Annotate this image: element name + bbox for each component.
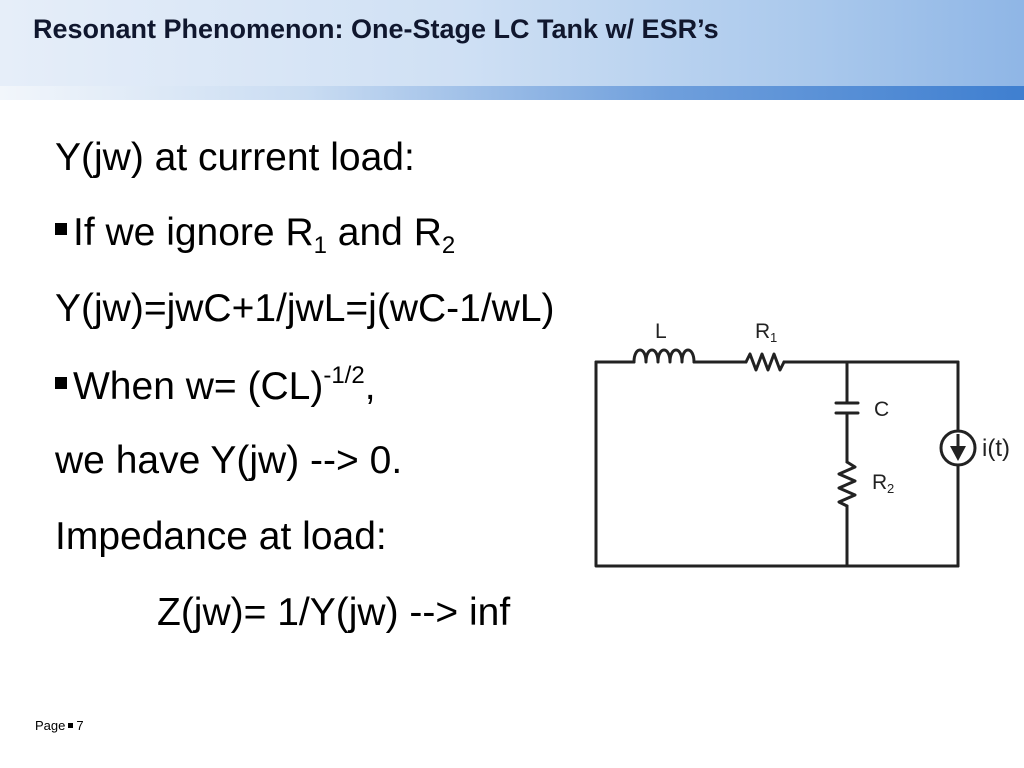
text-line-5: we have Y(jw) --> 0.: [55, 439, 403, 482]
footer-square-icon: [68, 723, 74, 728]
resistor-R2: [837, 460, 857, 508]
page-label: Page: [35, 718, 66, 733]
text-line-6: Impedance at load:: [55, 515, 387, 558]
page-footer: Page 7: [35, 718, 84, 733]
line4-text-a: When w= (CL): [73, 365, 324, 408]
line2-sub-1: 1: [313, 232, 327, 259]
text-line-4: When w= (CL)-1/2,: [55, 364, 376, 406]
text-line-3: Y(jw)=jwC+1/jwL=j(wC-1/wL): [55, 287, 555, 330]
label-R1-sub: 1: [770, 330, 777, 345]
title-bar-stripe: [0, 86, 1024, 100]
label-C: C: [874, 398, 889, 421]
text-line-1: Y(jw) at current load:: [55, 136, 415, 179]
line4-sup: -1/2: [323, 362, 365, 389]
current-source-arrow-icon: [950, 446, 966, 461]
slide-title: Resonant Phenomenon: One-Stage LC Tank w…: [33, 14, 719, 44]
text-line-2: If we ignore R1 and R2: [55, 213, 455, 258]
text-line-7: Z(jw)= 1/Y(jw) --> inf: [157, 591, 511, 634]
line2-text-b: and R: [326, 211, 442, 254]
resistor-R1: [744, 352, 786, 372]
inductor-L: [632, 348, 696, 364]
label-source-i: i(t): [982, 435, 1010, 462]
bullet-square-icon: [55, 377, 67, 389]
label-L: L: [655, 320, 667, 343]
line2-text-a: If we ignore R: [73, 211, 314, 254]
wire-left-bottom: [594, 360, 960, 568]
label-R2-sub: 2: [887, 481, 894, 496]
label-R1: R: [755, 320, 770, 343]
line2-sub-2: 2: [441, 232, 456, 259]
current-source-circle: [939, 429, 977, 467]
page-number: 7: [76, 718, 84, 733]
line4-text-b: ,: [364, 365, 376, 408]
bullet-square-icon: [55, 223, 67, 235]
title-bar: [0, 0, 1024, 86]
label-R2: R: [872, 471, 887, 494]
